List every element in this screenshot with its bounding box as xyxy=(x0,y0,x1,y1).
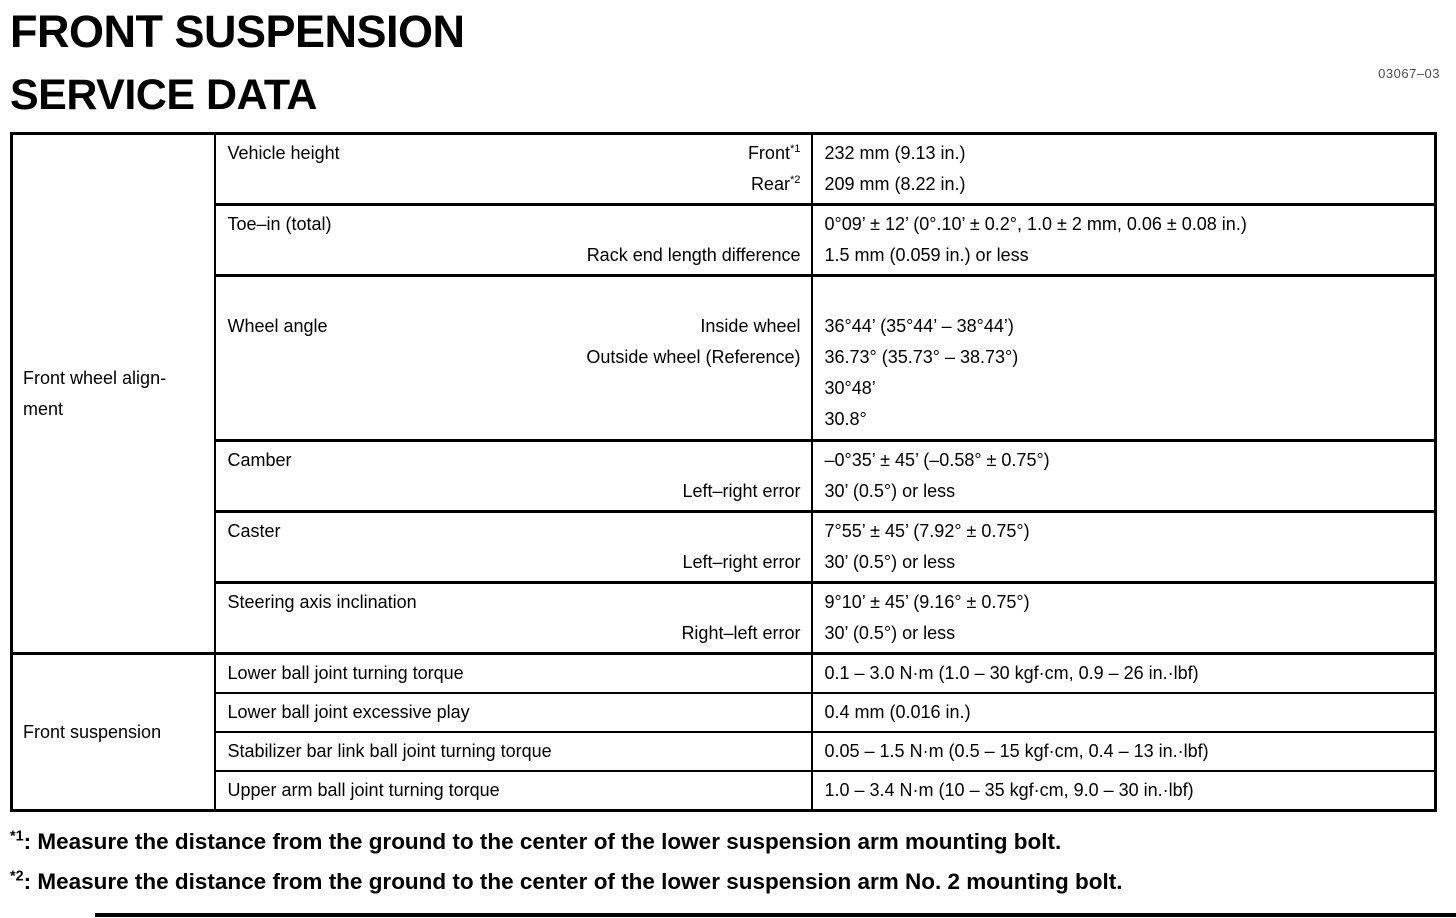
page-bottom-rule xyxy=(95,913,1456,917)
spec-label: Upper arm ball joint turning torque xyxy=(227,780,500,800)
spec-value: 1.5 mm (0.059 in.) or less xyxy=(824,245,1029,265)
spec-value: 0°09’ ± 12’ (0°.10’ ± 0.2°, 1.0 ± 2 mm, … xyxy=(824,214,1247,234)
spec-sublabel: Rear*2 xyxy=(750,174,801,194)
spec-value: 0.4 mm (0.016 in.) xyxy=(824,702,971,722)
page-title: FRONT SUSPENSION xyxy=(10,6,465,57)
spec-value: 9°10’ ± 45’ (9.16° ± 0.75°) xyxy=(824,592,1030,612)
group-label-line: ment xyxy=(23,398,64,419)
spec-value: 30°48’ xyxy=(824,378,876,398)
footnote-text: : Measure the distance from the ground t… xyxy=(23,829,1062,854)
footnote-marker: *1 xyxy=(10,828,24,845)
spec-label: Wheel angle xyxy=(227,316,328,336)
spec-value: 232 mm (9.13 in.) xyxy=(824,143,966,163)
footnote-ref: *1 xyxy=(789,143,801,155)
spec-value-cell: 232 mm (9.13 in.) 209 mm (8.22 in.) xyxy=(810,132,1437,206)
spec-label: Camber xyxy=(227,450,292,470)
spec-label-cell: Stabilizer bar link ball joint turning t… xyxy=(213,731,813,772)
spec-sublabel: Outside wheel (Reference) xyxy=(586,347,801,367)
footnote-ref: *2 xyxy=(789,174,801,186)
spec-value: 30.8° xyxy=(824,409,867,429)
spec-label-cell: Caster Left–right error xyxy=(213,510,813,584)
spec-value-cell: 0.1 – 3.0 N·m (1.0 – 30 kgf·cm, 0.9 – 26… xyxy=(810,652,1437,694)
table-row-upper-arm-ball-joint-turning-torque: Upper arm ball joint turning torque 1.0 … xyxy=(12,770,1437,812)
table-row-toe-in: Toe–in (total) Rack end length differenc… xyxy=(12,203,1437,277)
spec-value: 36.73° (35.73° – 38.73°) xyxy=(824,347,1019,367)
footnotes: *1: Measure the distance from the ground… xyxy=(10,822,1452,902)
spec-sublabel: Rack end length difference xyxy=(586,245,801,265)
group-cell-front-suspension: Front suspension xyxy=(10,652,216,812)
doc-code: 03067–03 xyxy=(1378,66,1440,81)
spec-label: Caster xyxy=(227,521,281,541)
spec-label-cell: Toe–in (total) Rack end length differenc… xyxy=(213,203,813,277)
spec-value-cell: 9°10’ ± 45’ (9.16° ± 0.75°) 30’ (0.5°) o… xyxy=(810,581,1437,655)
table-row-vehicle-height: Front wheel align- ment Vehicle height F… xyxy=(10,132,1437,655)
table-row-steering-axis-inclination: Steering axis inclination Right–left err… xyxy=(12,581,1437,655)
spec-sublabel: Inside wheel xyxy=(700,316,801,336)
spec-label-cell: Camber Left–right error xyxy=(213,439,813,513)
spec-label-cell: Lower ball joint excessive play xyxy=(213,692,813,733)
footnote-2: *2: Measure the distance from the ground… xyxy=(10,862,1452,902)
spec-label: Lower ball joint turning torque xyxy=(227,663,464,683)
group-label-line: Front suspension xyxy=(23,721,162,742)
spec-value: 1.0 – 3.4 N·m (10 – 35 kgf·cm, 9.0 – 30 … xyxy=(824,780,1194,800)
spec-label-cell: Lower ball joint turning torque xyxy=(213,652,813,694)
table-row-wheel-angle: Wheel angle Inside wheel Outside wheel (… xyxy=(12,274,1437,442)
spec-value-cell: 7°55’ ± 45’ (7.92° ± 0.75°) 30’ (0.5°) o… xyxy=(810,510,1437,584)
spec-sublabel: Left–right error xyxy=(682,552,801,572)
spec-value-cell: 0°09’ ± 12’ (0°.10’ ± 0.2°, 1.0 ± 2 mm, … xyxy=(810,203,1437,277)
table-row-caster: Caster Left–right error 7°55’ ± 45’ (7.9… xyxy=(12,510,1437,584)
spec-label: Vehicle height xyxy=(227,143,340,163)
spec-value: 30’ (0.5°) or less xyxy=(824,623,956,643)
spec-sublabel: Front*1 xyxy=(747,143,801,163)
page-subtitle: SERVICE DATA xyxy=(10,71,318,119)
spec-label-cell: Wheel angle Inside wheel Outside wheel (… xyxy=(213,274,813,442)
table-row-lower-ball-joint-excessive-play: Lower ball joint excessive play 0.4 mm (… xyxy=(12,692,1437,733)
group-label-line: Front wheel align- xyxy=(23,367,167,388)
spec-value-cell: –0°35’ ± 45’ (–0.58° ± 0.75°) 30’ (0.5°)… xyxy=(810,439,1437,513)
spec-label-cell: Steering axis inclination Right–left err… xyxy=(213,581,813,655)
group-cell-front-wheel-alignment: Front wheel align- ment xyxy=(10,132,216,655)
spec-label: Toe–in (total) xyxy=(227,214,332,234)
service-data-table: Front wheel align- ment Vehicle height F… xyxy=(10,132,1437,812)
spec-value: 7°55’ ± 45’ (7.92° ± 0.75°) xyxy=(824,521,1030,541)
footnote-text: : Measure the distance from the ground t… xyxy=(23,869,1123,894)
footnote-1: *1: Measure the distance from the ground… xyxy=(10,822,1452,862)
spec-value: 36°44’ (35°44’ – 38°44’) xyxy=(824,316,1014,336)
spec-value: 30’ (0.5°) or less xyxy=(824,481,956,501)
spec-value: 0.1 – 3.0 N·m (1.0 – 30 kgf·cm, 0.9 – 26… xyxy=(824,663,1199,683)
spec-value-cell: 36°44’ (35°44’ – 38°44’) 36.73° (35.73° … xyxy=(810,274,1437,442)
spec-label-cell: Upper arm ball joint turning torque xyxy=(213,770,813,812)
table-row-lower-ball-joint-turning-torque: Front suspension Lower ball joint turnin… xyxy=(10,652,1437,812)
page-header: FRONT SUSPENSION SERVICE DATA 03067–03 xyxy=(0,0,1456,120)
footnote-marker: *2 xyxy=(10,868,24,885)
table-row-camber: Camber Left–right error –0°35’ ± 45’ (–0… xyxy=(12,439,1437,513)
spec-sublabel: Right–left error xyxy=(681,623,801,643)
spec-value: 209 mm (8.22 in.) xyxy=(824,174,966,194)
spec-label: Stabilizer bar link ball joint turning t… xyxy=(227,741,552,761)
spec-value-cell: 0.4 mm (0.016 in.) xyxy=(810,692,1437,733)
spec-label: Steering axis inclination xyxy=(227,592,417,612)
spec-label: Lower ball joint excessive play xyxy=(227,702,470,722)
spec-label-cell: Vehicle height Front*1 Rear*2 xyxy=(213,132,813,206)
spec-sublabel: Left–right error xyxy=(682,481,801,501)
spec-value: 0.05 – 1.5 N·m (0.5 – 15 kgf·cm, 0.4 – 1… xyxy=(824,741,1209,761)
spec-value-cell: 0.05 – 1.5 N·m (0.5 – 15 kgf·cm, 0.4 – 1… xyxy=(810,731,1437,772)
spec-value: –0°35’ ± 45’ (–0.58° ± 0.75°) xyxy=(824,450,1050,470)
spec-value: 30’ (0.5°) or less xyxy=(824,552,956,572)
table-row-stabilizer-bar-link-ball-joint-turning-torque: Stabilizer bar link ball joint turning t… xyxy=(12,731,1437,772)
spec-value-cell: 1.0 – 3.4 N·m (10 – 35 kgf·cm, 9.0 – 30 … xyxy=(810,770,1437,812)
